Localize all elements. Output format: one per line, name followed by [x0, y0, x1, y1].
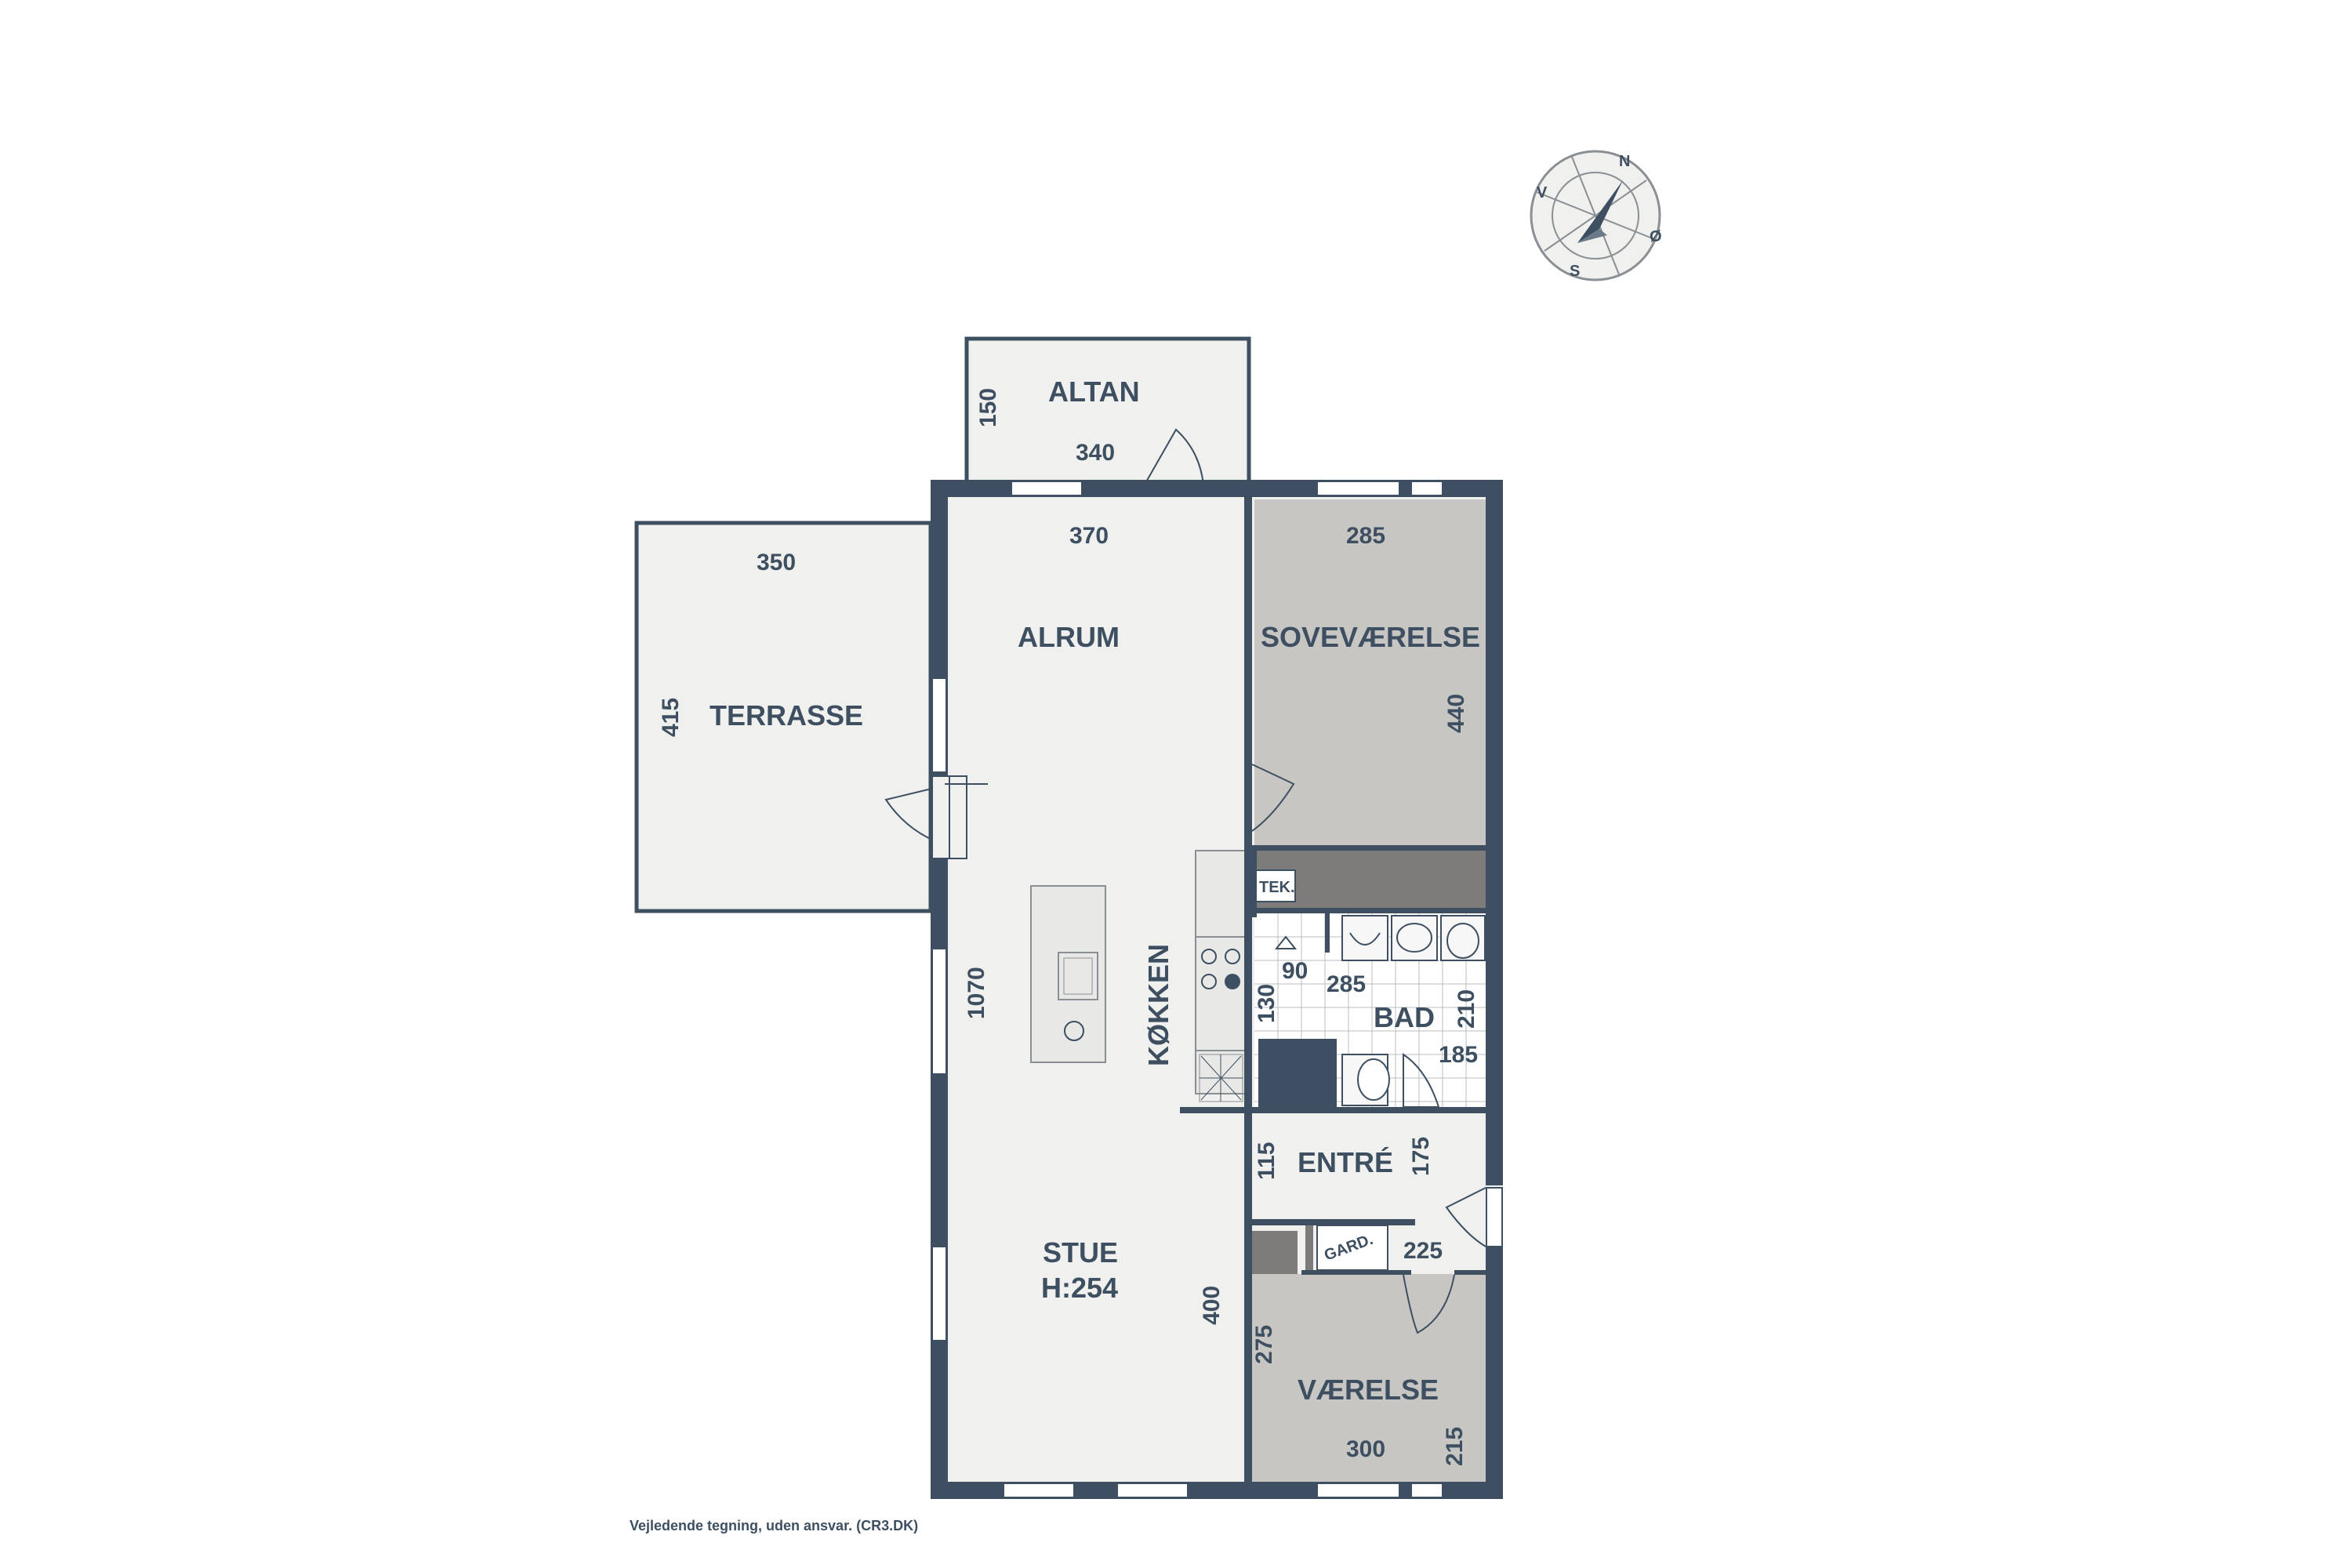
terrasse-dim-depth: 415: [658, 698, 684, 737]
altan-dim-width: 340: [1076, 440, 1115, 466]
compass-v: V: [1537, 184, 1548, 201]
vaerelse-dim-215: 215: [1442, 1427, 1468, 1466]
altan-dim-depth: 150: [975, 388, 1001, 427]
kitchen-fixtures: [1030, 850, 1247, 1102]
gard-block: [1305, 1225, 1313, 1274]
bad-label: BAD: [1374, 1001, 1435, 1033]
doors: [884, 428, 1486, 1334]
stue-label: STUE: [1043, 1236, 1118, 1269]
compass-rose-icon: N Ø S V: [1530, 150, 1662, 281]
entre-dim-225: 225: [1403, 1238, 1443, 1264]
bad-dim-285: 285: [1327, 971, 1366, 997]
altan-label: ALTAN: [1048, 376, 1140, 408]
bad-dim-90: 90: [1282, 958, 1308, 984]
vaerelse-area: [1247, 1274, 1487, 1499]
entre-dim-115: 115: [1254, 1142, 1279, 1180]
room-labels: ALTAN 340 150 350 415 TERRASSE 370 ALRUM…: [658, 376, 1480, 1466]
installation-shaft: [1258, 1039, 1337, 1113]
kokken-dim-length: 1070: [964, 967, 989, 1019]
sovevaerelse-dim-depth: 440: [1443, 694, 1469, 733]
vaerelse-dim-300: 300: [1346, 1436, 1385, 1462]
stue-dim-400: 400: [1199, 1286, 1225, 1325]
alrum-dim-width: 370: [1069, 523, 1109, 549]
sovevaerelse-area: [1254, 499, 1487, 864]
sovevaerelse-label: SOVEVÆRELSE: [1261, 621, 1480, 653]
tek-box: [1255, 869, 1296, 902]
sovevaerelse-dim-width: 285: [1346, 523, 1385, 549]
terrasse-dim-width: 350: [757, 550, 796, 575]
bad-dim-185: 185: [1439, 1042, 1478, 1068]
windows: [931, 481, 1503, 1498]
entre-dim-175: 175: [1408, 1137, 1434, 1176]
alrum-label: ALRUM: [1018, 621, 1120, 653]
entre-label: ENTRÉ: [1298, 1146, 1393, 1178]
vaerelse-dim-275: 275: [1251, 1325, 1277, 1364]
disclaimer-text: Vejledende tegning, uden ansvar. (CR3.DK…: [630, 1518, 919, 1534]
terrasse-area: [634, 521, 933, 913]
compass-o: Ø: [1650, 228, 1662, 245]
bad-dim-130: 130: [1254, 984, 1279, 1023]
vaerelse-cabinet: [1247, 1231, 1298, 1274]
compass-s: S: [1570, 263, 1580, 280]
stue-height: H:254: [1041, 1272, 1118, 1304]
compass-n: N: [1619, 153, 1630, 170]
terrasse-label: TERRASSE: [710, 699, 863, 731]
tek-label: TEK.: [1259, 879, 1295, 896]
kokken-label: KØKKEN: [1142, 944, 1174, 1066]
vaerelse-label: VÆRELSE: [1298, 1374, 1439, 1406]
gard-box: [1316, 1225, 1388, 1271]
bad-dim-210: 210: [1454, 989, 1479, 1029]
